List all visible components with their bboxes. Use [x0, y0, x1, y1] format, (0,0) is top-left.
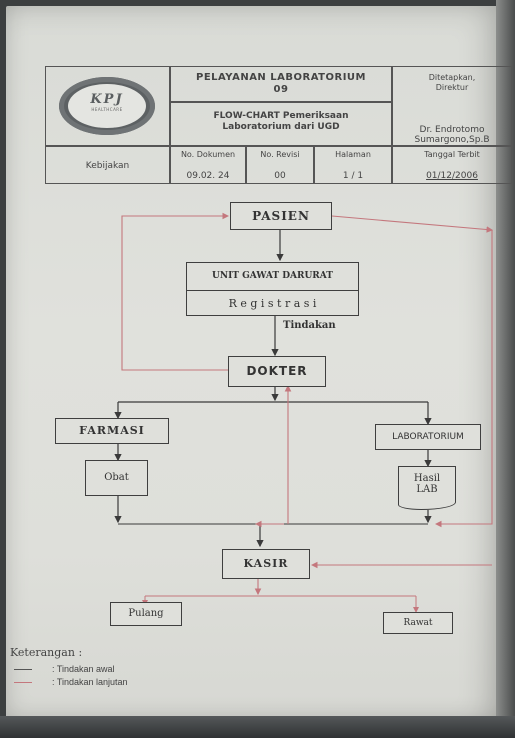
background-bottom — [0, 716, 515, 738]
hasil-lab-box: Hasil LAB — [398, 466, 456, 510]
director-line-2: Sumargono,Sp.B — [414, 135, 490, 145]
logo-cell: KPJ HEALTHCARE — [45, 66, 170, 146]
no-dokumen-label: No. Dokumen — [180, 150, 236, 159]
legend-text-lanjutan: : Tindakan lanjutan — [52, 677, 128, 687]
ditetapkan-line-2: Direktur — [435, 83, 469, 92]
logo-subtext: HEALTHCARE — [91, 107, 123, 112]
title-line-2: 09 — [273, 84, 289, 95]
tindakan-label: Tindakan — [283, 320, 336, 331]
legend-line-dark — [14, 669, 32, 671]
hasil-line-2: LAB — [416, 484, 438, 495]
subtitle-line-1: FLOW-CHART Pemeriksaan — [213, 111, 349, 121]
legend-item-awal: : Tindakan awal — [14, 664, 115, 674]
obat-box: Obat — [85, 460, 148, 496]
no-dokumen-value: 09.02. 24 — [186, 171, 230, 181]
document-header-table: KPJ HEALTHCARE PELAYANAN LABORATORIUM 09… — [45, 66, 512, 184]
legend-line-red — [14, 682, 32, 684]
background-edge — [496, 0, 515, 738]
pasien-to-right — [331, 215, 494, 233]
no-revisi-value: 00 — [274, 171, 286, 181]
subtitle-line-2: Laboratorium dari UGD — [222, 122, 340, 132]
halaman-label: Halaman — [335, 150, 371, 159]
right-return-line — [434, 230, 493, 528]
document-title: PELAYANAN LABORATORIUM 09 — [170, 66, 392, 102]
ditetapkan-text: Ditetapkan, Direktur — [393, 73, 511, 93]
halaman-value: 1 / 1 — [342, 171, 364, 181]
kebijakan-cell: Kebijakan — [45, 146, 170, 184]
legend-text-awal: : Tindakan awal — [52, 664, 115, 674]
director-line-1: Dr. Endrotomo — [419, 125, 485, 135]
ugd-label: UNIT GAWAT DARURAT — [187, 263, 358, 291]
tanggal-terbit-value: 01/12/2006 — [426, 171, 478, 181]
tanggal-terbit-cell: Tanggal Terbit 01/12/2006 — [392, 146, 512, 184]
tanggal-terbit-label: Tanggal Terbit — [424, 150, 480, 159]
laboratorium-box: LABORATORIUM — [375, 424, 481, 450]
rawat-box: Rawat — [383, 612, 453, 634]
halaman-cell: Halaman 1 / 1 — [314, 146, 392, 184]
ugd-box: UNIT GAWAT DARURAT R e g i s t r a s i — [186, 262, 359, 316]
legend-item-lanjutan: : Tindakan lanjutan — [14, 677, 128, 687]
no-revisi-cell: No. Revisi 00 — [246, 146, 314, 184]
pulang-box: Pulang — [110, 602, 182, 626]
logo-inner: KPJ HEALTHCARE — [68, 84, 146, 128]
document-subtitle: FLOW-CHART Pemeriksaan Laboratorium dari… — [170, 102, 392, 146]
no-revisi-label: No. Revisi — [260, 150, 300, 159]
ditetapkan-line-1: Ditetapkan, — [428, 73, 476, 82]
title-line-1: PELAYANAN LABORATORIUM — [195, 72, 366, 83]
hasil-line-1: Hasil — [413, 473, 441, 484]
pasien-box: PASIEN — [230, 202, 332, 230]
return-dokter-pasien — [121, 212, 230, 371]
legend-title: Keterangan : — [10, 646, 83, 659]
registrasi-label: R e g i s t r a s i — [228, 297, 317, 310]
farmasi-box: FARMASI — [55, 418, 169, 444]
dokter-box: DOKTER — [228, 356, 326, 387]
kasir-box: KASIR — [222, 549, 310, 579]
no-dokumen-cell: No. Dokumen 09.02. 24 — [170, 146, 246, 184]
logo-text: KPJ — [90, 92, 124, 107]
approval-cell: Ditetapkan, Direktur Dr. Endrotomo Sumar… — [392, 66, 512, 146]
director-name: Dr. Endrotomo Sumargono,Sp.B — [393, 125, 511, 145]
